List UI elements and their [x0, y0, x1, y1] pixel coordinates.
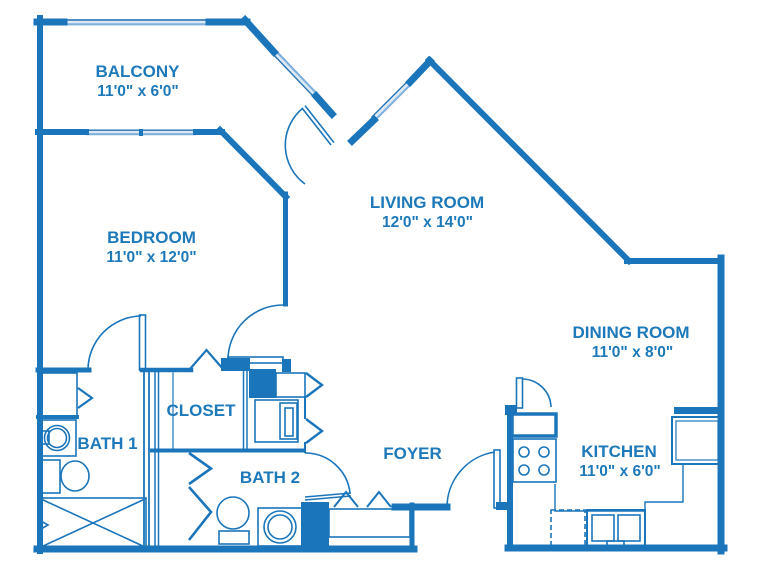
bath1-closet-door [77, 387, 94, 409]
label-foyer: FOYER [383, 444, 442, 463]
bath1-linen-closet [39, 372, 78, 418]
interior-walls [35, 125, 724, 551]
room-labels: BALCONY 11'0" x 6'0" BEDROOM 11'0" x 12'… [77, 62, 689, 487]
dims-balcony: 11'0" x 6'0" [97, 83, 179, 100]
windows [64, 19, 414, 136]
fixtures [39, 372, 723, 549]
label-living-room: LIVING ROOM [370, 193, 484, 212]
kitchen-refrigerator [671, 416, 723, 465]
label-balcony: BALCONY [95, 62, 180, 81]
label-closet: CLOSET [167, 401, 237, 420]
kitchen-dishwasher [550, 509, 586, 547]
dims-kitchen: 11'0" x 6'0" [579, 463, 661, 480]
bath2-toilet [216, 496, 250, 545]
coat-closet-bifold-right [366, 490, 392, 508]
bath1-toilet [41, 459, 90, 494]
hall-closet-door [189, 348, 224, 370]
coat-closet-bifold-left [333, 490, 359, 508]
label-dining-room: DINING ROOM [572, 323, 689, 342]
entry-door [446, 449, 501, 509]
linen-bifold-top [188, 451, 214, 486]
laundry-bifold-top [305, 372, 324, 398]
exterior-walls [33, 15, 728, 555]
label-kitchen: KITCHEN [581, 442, 657, 461]
dims-dining-room: 11'0" x 8'0" [592, 344, 674, 361]
bath1-shower [39, 497, 147, 549]
bath2-vanity [254, 372, 306, 443]
kitchen-stove [512, 438, 557, 483]
bedroom-door [87, 314, 147, 371]
closet-door-chevrons [77, 348, 392, 541]
doors [87, 105, 552, 509]
dims-living-room: 12'0" x 14'0" [382, 214, 473, 231]
laundry-bifold-bottom [305, 418, 324, 444]
label-bath-2: BATH 2 [240, 468, 300, 487]
dims-bedroom: 11'0" x 12'0" [106, 249, 196, 266]
bath1-sink [39, 419, 77, 457]
linen-bifold-bottom [187, 486, 213, 541]
hall-door [227, 304, 284, 364]
bath2-washer [257, 507, 303, 547]
kitchen-counter [554, 465, 684, 512]
kitchen-sink [586, 509, 646, 548]
label-bath-1: BATH 1 [77, 434, 137, 453]
label-bedroom: BEDROOM [107, 228, 196, 247]
kitchen-door [515, 377, 552, 409]
coat-closet [328, 508, 411, 538]
balcony-door [284, 105, 335, 185]
kitchen-pantry [510, 412, 558, 438]
